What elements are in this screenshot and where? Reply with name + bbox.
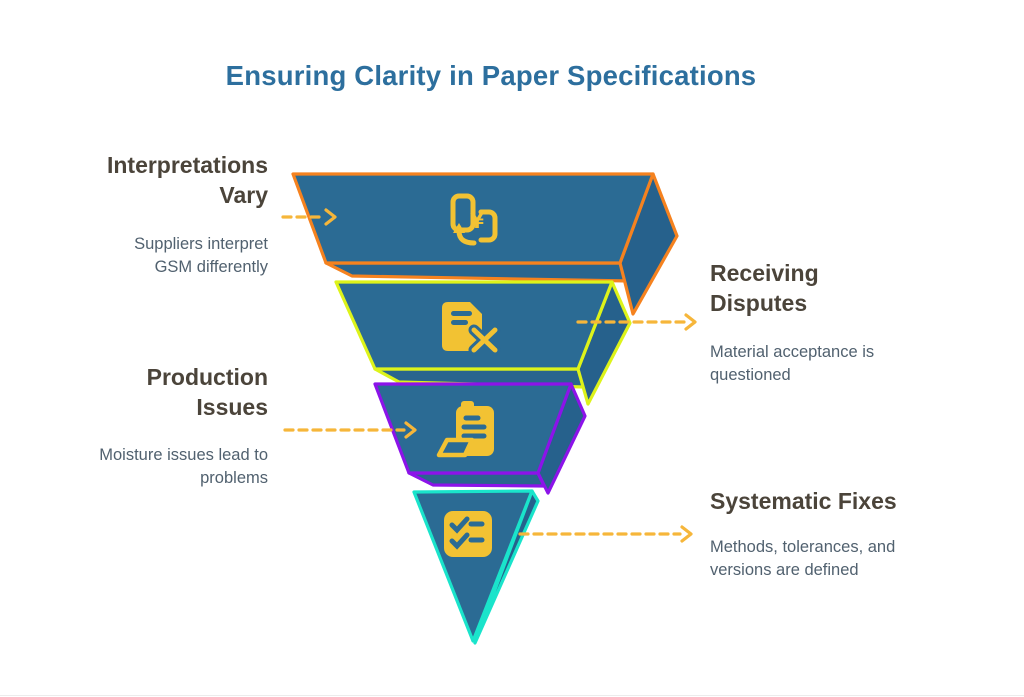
funnel-segment-production-issues (373, 382, 587, 495)
callout-heading-systematic-fixes: Systematic Fixes (710, 488, 897, 514)
callout-heading-production-issues: Production Issues (146, 364, 268, 420)
callout-desc-production-issues: Moisture issues lead to problems (99, 446, 268, 487)
callout-desc-receiving-disputes: Material acceptance is questioned (710, 343, 875, 384)
callout-heading-receiving-disputes: Receiving Disputes (710, 260, 819, 316)
connector-arrow-interpretations-vary (281, 208, 337, 226)
bottom-divider (0, 695, 1024, 696)
page-title: Ensuring Clarity in Paper Specifications (225, 60, 757, 91)
svg-text:¥: ¥ (470, 209, 484, 233)
callout-desc-interpretations-vary: Suppliers interpret GSM differently (134, 235, 268, 276)
segment1-bottom-face (324, 261, 632, 283)
connector-arrow-systematic-fixes (518, 525, 693, 543)
document-rejected-icon (442, 302, 501, 356)
callout-desc-systematic-fixes: Methods, tolerances, and versions are de… (710, 538, 896, 579)
currency-exchange-icon: ¥ (450, 193, 498, 246)
funnel-segment-interpretations-vary: ¥ (291, 172, 679, 316)
checklist-icon (444, 511, 492, 557)
receipt-icon (436, 401, 494, 458)
segment3-bottom-face (407, 471, 546, 488)
segment4-front-face (412, 489, 534, 643)
connector-arrow-receiving-disputes (576, 313, 697, 331)
callout-heading-interpretations-vary: Interpretations Vary (106, 152, 268, 208)
connector-arrow-production-issues (283, 421, 417, 439)
funnel-segment-systematic-fixes (412, 489, 540, 645)
